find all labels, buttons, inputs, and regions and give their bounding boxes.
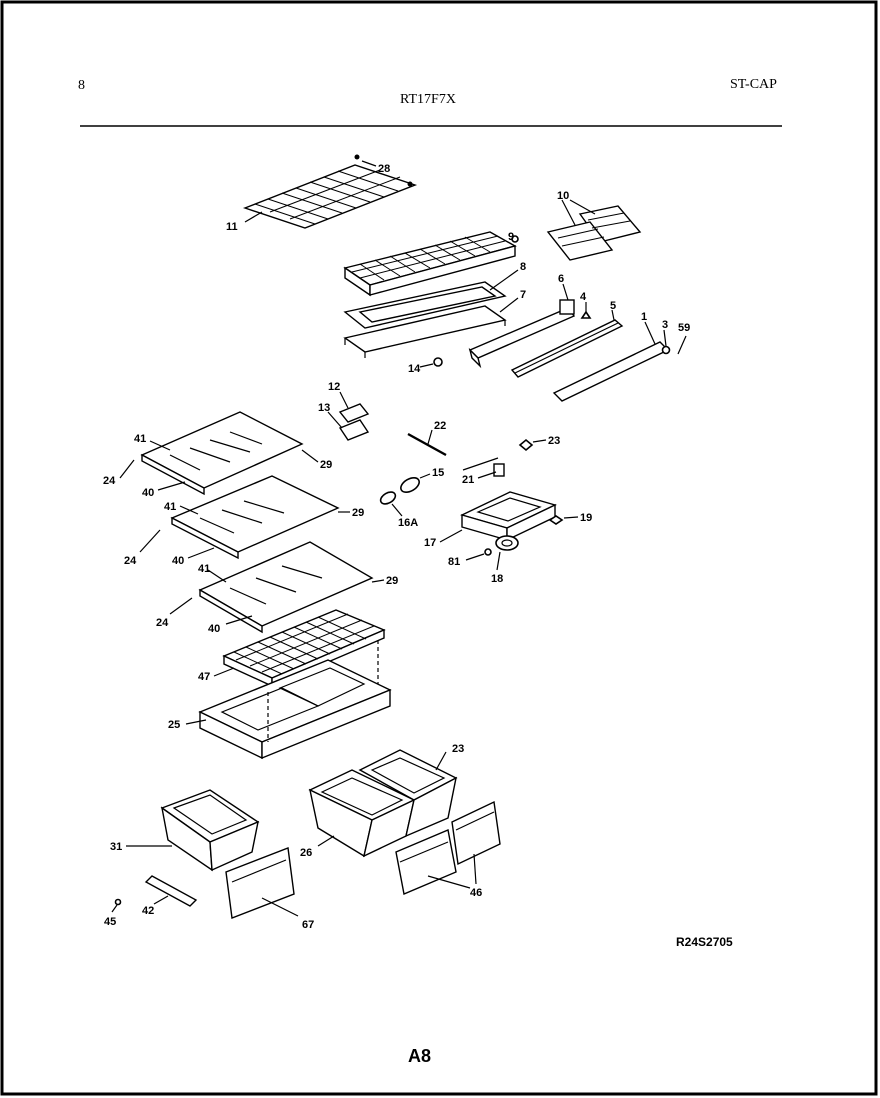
callout-17: 17	[424, 537, 436, 549]
callout-29a: 29	[320, 459, 332, 471]
callout-41a: 41	[134, 433, 146, 445]
freezer-shelf	[343, 231, 517, 297]
glass-shelf-2	[170, 475, 340, 560]
callout-41c: 41	[198, 563, 210, 575]
knob-16a	[379, 491, 397, 505]
callout-29b: 29	[352, 507, 364, 519]
ice-trays	[546, 205, 642, 261]
callout-10: 10	[557, 190, 569, 202]
callout-13: 13	[318, 402, 330, 414]
callout-1: 1	[641, 311, 647, 323]
cam-12-13	[338, 403, 370, 441]
callout-15: 15	[432, 467, 444, 479]
model-number: RT17F7X	[400, 92, 456, 107]
figure-code: R24S2705	[676, 935, 733, 949]
callout-19: 19	[580, 512, 592, 524]
callout-41b: 41	[164, 501, 176, 513]
callout-26: 26	[300, 847, 312, 859]
callout-67: 67	[302, 919, 314, 931]
callout-9: 9	[508, 231, 514, 243]
callout-12: 12	[328, 381, 340, 393]
callout-23b: 23	[452, 743, 464, 755]
callout-22: 22	[434, 420, 446, 432]
callout-40c: 40	[208, 623, 220, 635]
bulb-23-icon	[518, 438, 534, 452]
callout-18: 18	[491, 573, 503, 585]
callout-5: 5	[610, 300, 616, 312]
header-left-mark: 8	[78, 78, 85, 93]
screw-14-icon	[433, 357, 443, 367]
callout-14: 14	[408, 363, 421, 375]
callout-59: 59	[678, 322, 690, 334]
callout-8: 8	[520, 261, 526, 273]
callout-6: 6	[558, 273, 564, 285]
knob-18	[495, 535, 519, 551]
page-number: A8	[408, 1046, 431, 1066]
callout-21: 21	[462, 474, 474, 486]
callout-40a: 40	[142, 487, 154, 499]
callout-81: 81	[448, 556, 460, 568]
callout-23a: 23	[548, 435, 560, 447]
callout-7: 7	[520, 289, 526, 301]
callout-16a: 16A	[398, 517, 418, 529]
crisper-drawer-23	[358, 749, 458, 838]
callout-24c: 24	[156, 617, 169, 629]
callout-47: 47	[198, 671, 210, 683]
dairy-bin-31	[160, 789, 260, 872]
wire-shelf-top	[242, 154, 418, 229]
clip-4-icon	[580, 310, 592, 319]
callout-24a: 24	[103, 475, 116, 487]
shelf-bracket-6	[468, 299, 576, 369]
rod-22	[407, 432, 447, 457]
crisper-fronts-46	[395, 800, 501, 895]
screw-3-icon	[661, 345, 671, 355]
screw-19-icon	[548, 515, 564, 525]
callout-29c: 29	[386, 575, 398, 587]
callout-46: 46	[470, 887, 482, 899]
rail-5	[510, 319, 624, 378]
callout-31: 31	[110, 841, 122, 853]
callout-4: 4	[580, 291, 587, 303]
header-right-code: ST-CAP	[730, 77, 777, 92]
crisper-frame-25	[198, 659, 392, 760]
glass-shelf-3	[198, 541, 374, 634]
knob-15	[400, 476, 420, 494]
callout-3: 3	[662, 319, 668, 331]
callout-40b: 40	[172, 555, 184, 567]
glass-shelf-1	[140, 411, 304, 496]
callout-11: 11	[226, 221, 238, 233]
trim-42	[144, 875, 198, 907]
callout-25: 25	[168, 719, 180, 731]
callout-24b: 24	[124, 555, 137, 567]
freezer-shelf-frame	[343, 281, 507, 358]
callout-28: 28	[378, 163, 390, 175]
bin-front-67	[225, 847, 295, 919]
control-housing-17	[460, 457, 557, 542]
callout-45: 45	[104, 916, 116, 928]
callout-42: 42	[142, 905, 154, 917]
